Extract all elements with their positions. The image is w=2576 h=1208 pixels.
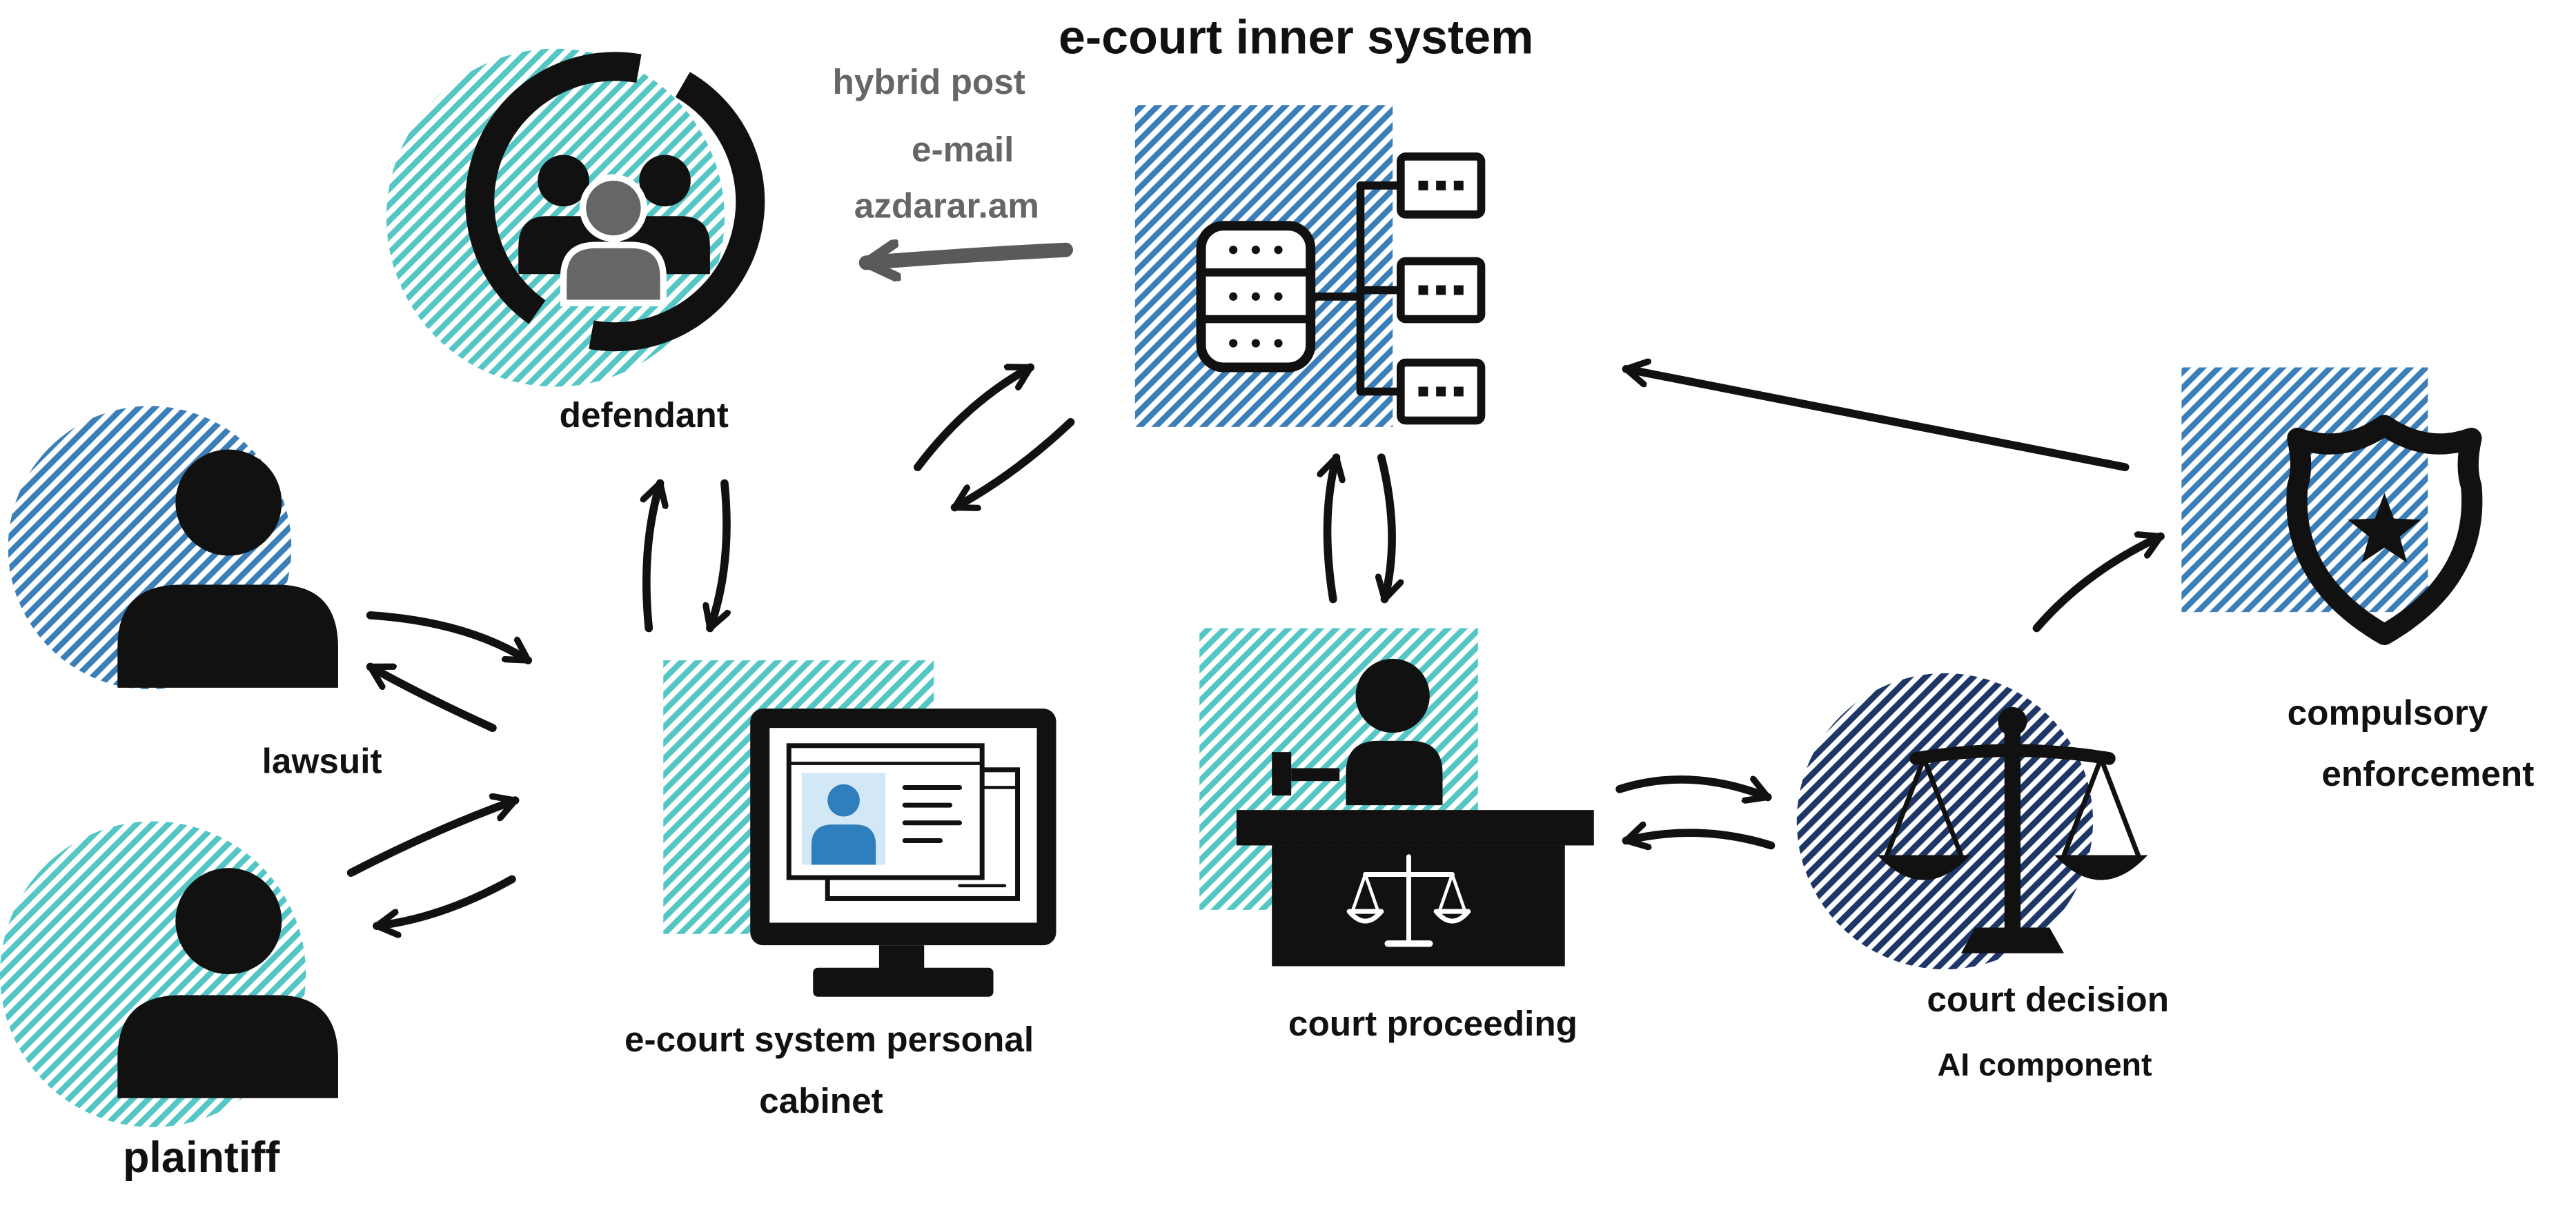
person-icon	[117, 449, 338, 688]
judge-desk-icon	[1236, 658, 1594, 967]
court-decision-label: court decision	[1927, 980, 2169, 1019]
court-proceeding-node: court proceeding	[1199, 628, 1594, 1043]
enforcement-label-line2: enforcement	[2321, 754, 2534, 793]
notification-channels: hybrid post e-mail azdarar.am	[833, 62, 1074, 263]
plaintiff-node: plaintiff	[0, 821, 338, 1182]
personal-cabinet-node: e-court system personal cabinet	[625, 660, 1056, 1120]
defendant-node: defendant	[386, 48, 765, 435]
group-icon	[518, 155, 710, 306]
cabinet-label-line1: e-court system personal	[625, 1020, 1034, 1059]
star-icon	[2348, 493, 2421, 563]
inner-system-node	[1134, 105, 1486, 427]
channel-azdarar: azdarar.am	[854, 186, 1039, 226]
defendant-label: defendant	[560, 395, 729, 435]
arrow-inner-system-to-cabinet	[950, 418, 1075, 512]
enforcement-label-line1: compulsory	[2288, 693, 2488, 732]
arrow-decision-to-enforcement	[2032, 537, 2165, 633]
ai-component-label: AI component	[1938, 1047, 2152, 1082]
court-proceeding-label: court proceeding	[1288, 1004, 1577, 1043]
arrow-channels-to-defendant	[858, 250, 1074, 263]
scales-icon	[1877, 706, 2148, 953]
arrow-proceeding-to-inner-system	[1328, 453, 1337, 604]
plaintiff-label: plaintiff	[123, 1133, 280, 1182]
arrow-decision-to-proceeding	[1622, 833, 1776, 845]
channel-email: e-mail	[912, 130, 1014, 169]
arrow-cabinet-to-inner-system	[914, 363, 1035, 472]
lawsuit-node: lawsuit	[8, 406, 382, 780]
cabinet-label-line2: cabinet	[759, 1081, 883, 1120]
arrow-proceeding-to-decision	[1615, 775, 1772, 798]
court-decision-node: court decision AI component	[1796, 673, 2169, 1082]
police-badge-icon	[2286, 415, 2483, 645]
arrow-lawsuit-to-cabinet	[366, 611, 533, 664]
arrow-defendant-to-cabinet	[710, 479, 727, 633]
person-icon	[117, 868, 338, 1098]
arrow-cabinet-to-lawsuit	[366, 662, 497, 732]
arrow-cabinet-to-plaintiff	[373, 875, 516, 926]
arrow-inner-system-to-proceeding	[1382, 453, 1392, 604]
decision-backdrop	[1796, 673, 2094, 970]
compulsory-enforcement-node: compulsory enforcement	[2181, 367, 2534, 793]
arrow-cabinet-to-defendant	[647, 479, 660, 633]
channel-hybrid-post: hybrid post	[833, 62, 1025, 101]
arrow-plaintiff-to-cabinet	[346, 800, 520, 877]
defendant-ring	[465, 52, 765, 352]
arrow-enforcement-to-inner-system	[1622, 369, 2130, 472]
monitor-profile-icon	[750, 709, 1056, 997]
lawsuit-label: lawsuit	[262, 741, 382, 780]
database-network-icon	[1196, 152, 1486, 425]
diagram-title: e-court inner system	[1059, 10, 1533, 64]
